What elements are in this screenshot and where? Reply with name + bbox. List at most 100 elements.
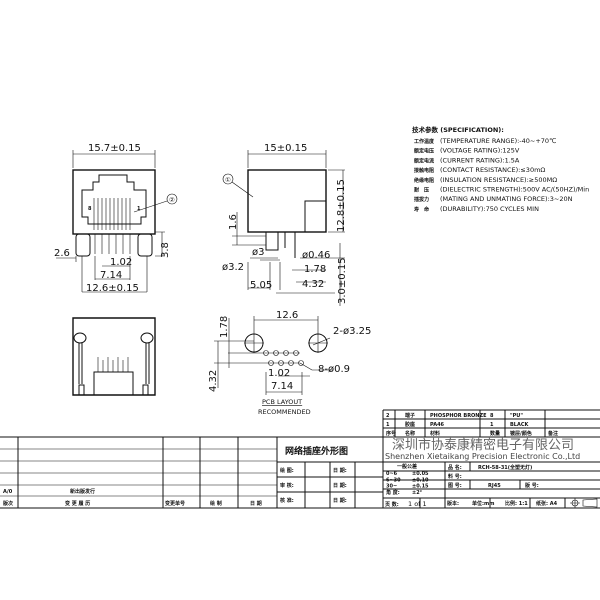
tolerance-title: 一般公差 (397, 463, 417, 470)
pcb-dim-pitch: 1.02 (268, 368, 290, 379)
back-view (72, 317, 156, 396)
sign-label: 核 准: (280, 497, 294, 504)
version-label: 版本: (447, 500, 459, 507)
spec-item-text: (CONTACT RESISTANCE):≤30mΩ (440, 166, 545, 174)
pcb-dim-span: 12.6 (276, 310, 298, 321)
page-label: 页 数: (385, 501, 399, 508)
side-view: 15±0.15 12.8±0.15 1.6 ø3 ø3.2 ø0.46 1.78… (222, 143, 348, 306)
spec-item-text: (MATING AND UNMATING FORCE):3~20N (440, 195, 573, 203)
tolerance-value: ±2° (412, 490, 423, 496)
scale-label: 比例: 1:1 (505, 500, 528, 507)
dim-side-height: 12.8±0.15 (336, 179, 347, 232)
product-value: RCH-58-31(全塑无灯) (478, 464, 532, 471)
bom-cell: 1 (490, 422, 494, 428)
callout-2: ② (169, 196, 175, 204)
front-view: 15.7±0.15 1.02 7.14 12.6±0.15 2.6 3.8 8 … (54, 143, 178, 294)
bom-cell: 1 (386, 422, 390, 428)
date-label: 日 期: (333, 482, 347, 489)
tolerance-value: ±0.10 (412, 477, 429, 483)
bom-cell: 2 (386, 413, 390, 419)
rev-header-cell: 绘 制 (210, 500, 222, 507)
rev-header-cell: 日 期 (250, 500, 262, 507)
bom-header-cell: 镀层/颜色 (510, 430, 532, 437)
tolerance-value: ±0.05 (412, 471, 429, 477)
dim-pin-length: 3.0±0.15 (337, 257, 348, 304)
page-value: 1 of 1 (408, 500, 427, 508)
drawing-no-label: 图 号: (448, 482, 462, 489)
spec-item-label: 工作温度 (414, 138, 435, 145)
dim-post-offset: 2.6 (54, 248, 70, 259)
product-label: 品 名: (448, 464, 462, 471)
company-name-en: Shenzhen Xietaikang Precision Electronic… (385, 452, 580, 461)
projection-symbol-icon (570, 498, 598, 508)
dim-post-span: 12.6±0.15 (86, 283, 139, 294)
pin-label-1: 1 (137, 206, 141, 212)
dim-dist2: 4.32 (302, 279, 324, 290)
dim-post-dia2: ø3.2 (222, 262, 244, 273)
rev-header-cell: 变更单号 (165, 500, 185, 507)
dim-pin-pitch: 1.02 (110, 257, 132, 268)
pcb-layout: 12.6 1.78 4.32 1.02 7.14 2-ø3.25 8-ø0.9 … (208, 310, 371, 416)
part-label: 料 号: (448, 473, 462, 480)
specification: 技术参数 (SPECIFICATION):工作温度(TEMPERATURE RA… (412, 125, 589, 213)
paper-label: 纸张: A4 (536, 500, 558, 507)
dim-pin-span: 7.14 (100, 270, 122, 281)
dim-post-height: 3.8 (160, 242, 171, 258)
bom-cell: 胶座 (404, 421, 415, 428)
sign-label: 绘 图: (280, 467, 294, 474)
bom-cell: "PU" (510, 413, 523, 419)
spec-item-label: 绝缘电阻 (414, 177, 434, 184)
spec-item-label: 额定电流 (414, 157, 434, 164)
spec-item-text: (VOLTAGE RATING):125V (440, 147, 520, 155)
tolerance-range: 0~6 (386, 471, 398, 477)
rev-first-desc: 新出版发行 (70, 488, 95, 495)
bom-header-cell: 材料 (430, 430, 440, 437)
drawing-no-value: RJ45 (488, 483, 501, 489)
spec-item-label: 耐 压 (414, 187, 429, 194)
rev-label: 版 号: (525, 482, 539, 489)
spec-title: 技术参数 (SPECIFICATION): (412, 125, 504, 134)
sign-label: 审 核: (280, 482, 294, 489)
pcb-dim-depth: 4.32 (208, 370, 219, 392)
bom-cell: PA46 (430, 422, 445, 428)
spec-item-label: 额定电压 (414, 148, 434, 155)
pin-label-8: 8 (88, 206, 92, 212)
dim-standoff: 1.6 (228, 214, 239, 230)
spec-item-label: 寿 命 (413, 206, 430, 213)
drawing-title: 网络插座外形图 (285, 445, 348, 457)
dim-side-width: 15±0.15 (264, 143, 307, 154)
spec-item-text: (DURABILITY):750 CYCLES MIN (440, 205, 539, 213)
title-block: 网络插座外形图 深圳市协泰康精密电子有限公司 Shenzhen Xietaika… (0, 409, 600, 509)
spec-item-label: 插拔力 (414, 196, 429, 203)
bom-header-cell: 备注 (547, 430, 558, 437)
bom-header-cell: 数量 (490, 430, 500, 437)
pcb-layout-subtitle: RECOMMENDED (258, 408, 311, 416)
pcb-layout-title: PCB LAYOUT (262, 398, 302, 406)
company-name-cn: 深圳市协泰康精密电子有限公司 (392, 437, 574, 453)
spec-item-label: 接触电阻 (413, 167, 434, 174)
tolerance-range: 30~ (386, 484, 397, 490)
bom-header-cell: 名称 (405, 430, 415, 437)
pcb-holes-large: 2-ø3.25 (333, 326, 371, 337)
bom-cell: 端子 (405, 412, 415, 419)
unit-label: 单位:mm (472, 500, 494, 507)
rev-header-cell: 变 更 履 历 (65, 500, 90, 507)
date-label: 日 期: (333, 467, 347, 474)
tolerance-range: 角 度: (385, 489, 400, 496)
dim-pitch: 1.78 (304, 264, 326, 275)
pcb-dim-rows: 1.78 (219, 316, 230, 338)
bom-cell: BLACK (510, 422, 530, 428)
dim-width: 15.7±0.15 (88, 143, 141, 154)
bom-cell: PHOSPHOR BRONZE (430, 413, 487, 419)
dim-pin-dia: ø0.46 (302, 250, 330, 261)
tolerance-range: 6~30 (386, 477, 401, 483)
date-label: 日 期: (333, 497, 347, 504)
dim-dist1: 5.05 (250, 280, 272, 291)
pcb-holes-small: 8-ø0.9 (318, 364, 350, 375)
rev-first: A/0 (3, 489, 13, 495)
bom-cell: 8 (490, 413, 494, 419)
callout-1: ① (225, 176, 231, 184)
pcb-dim-span-pins: 7.14 (271, 381, 293, 392)
